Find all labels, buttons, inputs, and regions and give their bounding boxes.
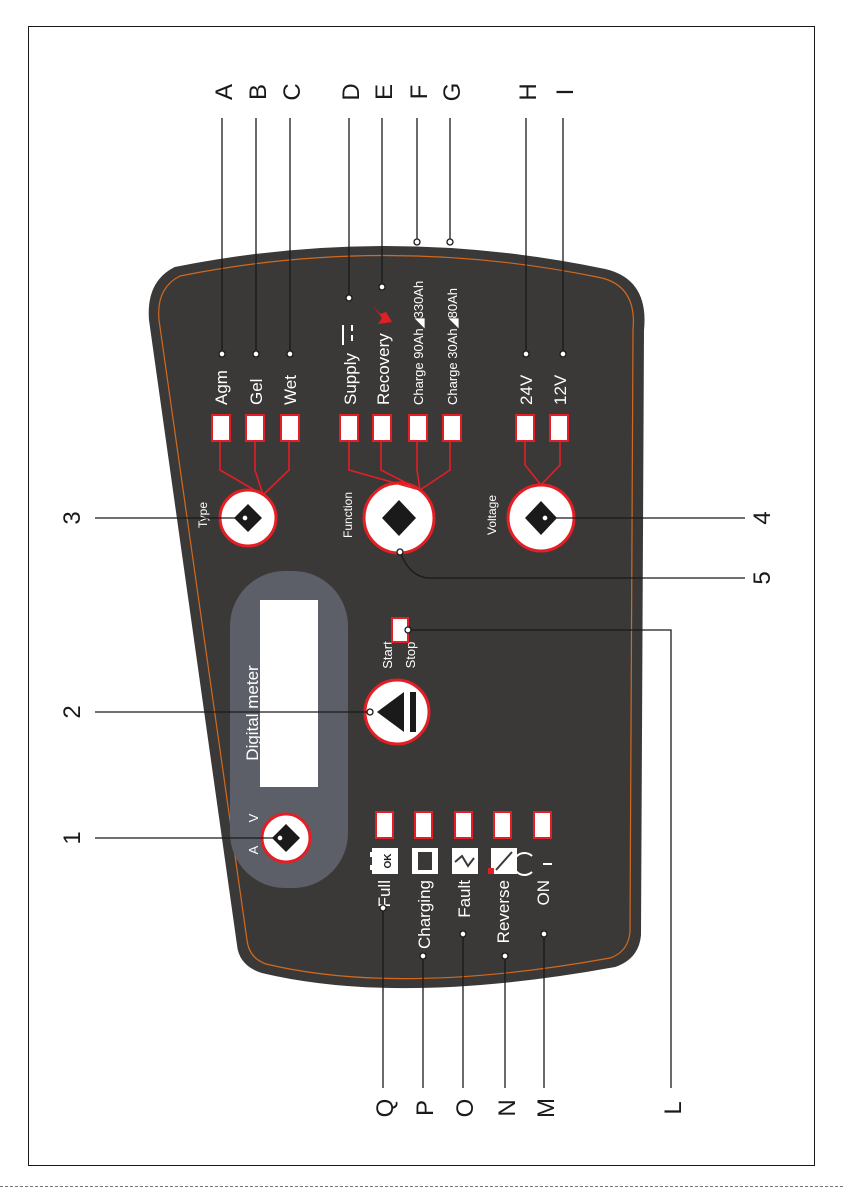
digital-meter-title: Digital meter xyxy=(243,665,262,761)
callout-2: 2 xyxy=(59,705,86,718)
led-on xyxy=(534,812,551,838)
callout-f: F xyxy=(406,85,433,100)
ok-badge: OK xyxy=(383,853,394,869)
callout-d: D xyxy=(338,83,365,100)
led-reverse xyxy=(494,812,511,838)
label-fault: Fault xyxy=(455,880,474,918)
battery-reverse-icon xyxy=(488,848,517,874)
label-wet: Wet xyxy=(281,375,300,405)
callout-b: B xyxy=(245,84,272,100)
label-charge-90-330: Charge 90Ah◢330Ah xyxy=(411,281,426,405)
callout-i: I xyxy=(552,89,579,96)
callout-o: O xyxy=(452,1099,479,1118)
led-gel xyxy=(246,415,264,441)
callout-l: L xyxy=(660,1101,687,1114)
battery-ok-icon: OK xyxy=(370,848,398,874)
label-gel: Gel xyxy=(247,379,266,405)
meter-mode-a: A xyxy=(246,845,261,854)
callout-q: Q xyxy=(372,1099,399,1118)
callout-a: A xyxy=(211,84,238,100)
label-on: ON xyxy=(534,880,553,906)
start-stop-button[interactable] xyxy=(365,680,429,744)
start-stop-led xyxy=(392,618,408,642)
callout-p: P xyxy=(412,1100,439,1116)
label-full: Full xyxy=(375,880,394,907)
label-supply: Supply xyxy=(341,353,360,405)
callout-h: H xyxy=(515,83,542,100)
label-24v: 24V xyxy=(517,374,536,405)
function-button[interactable] xyxy=(364,483,434,553)
led-agm xyxy=(212,415,230,441)
label-charging: Charging xyxy=(415,880,434,949)
stop-label: Stop xyxy=(403,642,418,669)
battery-charging-icon xyxy=(412,848,438,874)
type-label: Type xyxy=(196,502,210,528)
led-fault xyxy=(455,812,472,838)
led-wet xyxy=(281,415,299,441)
label-reverse: Reverse xyxy=(494,880,513,943)
callout-4: 4 xyxy=(749,511,776,524)
meter-mode-v: V xyxy=(246,813,261,822)
led-full xyxy=(376,812,393,838)
led-charge-90-330 xyxy=(409,415,427,441)
callout-5: 5 xyxy=(749,571,776,584)
callout-m: M xyxy=(533,1098,560,1118)
led-charging xyxy=(415,812,432,838)
led-supply xyxy=(340,415,358,441)
function-label: Function xyxy=(341,492,355,538)
led-charge-30-80 xyxy=(443,415,461,441)
label-recovery: Recovery xyxy=(374,333,393,405)
callout-g: G xyxy=(439,83,466,102)
callout-1: 1 xyxy=(59,831,86,844)
led-recovery xyxy=(373,415,391,441)
label-agm: Agm xyxy=(212,370,231,405)
label-12v: 12V xyxy=(551,374,570,405)
led-12v xyxy=(550,415,568,441)
voltage-label: Voltage xyxy=(485,495,499,535)
meter-screen xyxy=(260,600,318,787)
callout-n: N xyxy=(494,1099,521,1116)
callout-e: E xyxy=(371,84,398,100)
start-label: Start xyxy=(380,641,395,669)
callout-c: C xyxy=(279,83,306,100)
led-24v xyxy=(516,415,534,441)
battery-fault-icon xyxy=(452,848,478,874)
label-charge-30-80: Charge 30Ah◢80Ah xyxy=(445,288,460,405)
callout-3: 3 xyxy=(59,511,86,524)
